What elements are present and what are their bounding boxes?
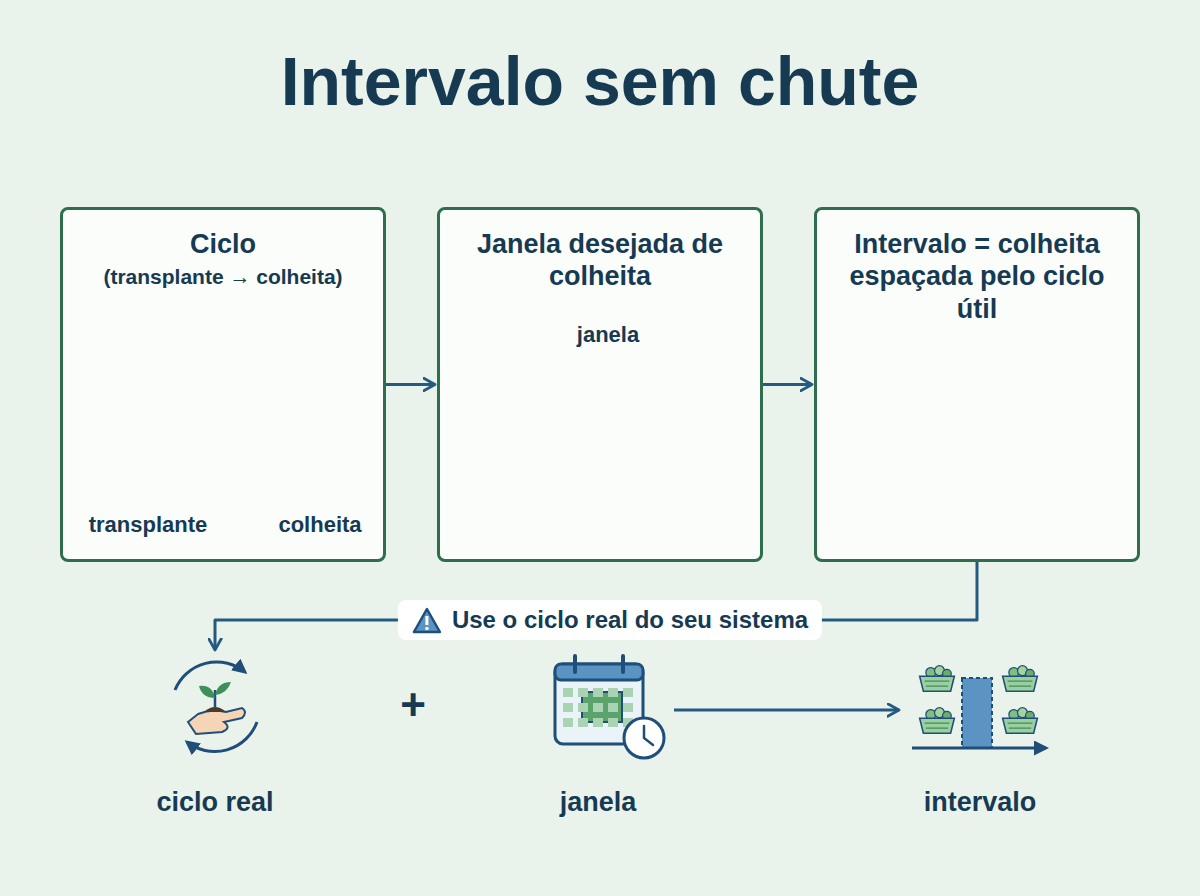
part-label: janela: [577, 322, 639, 348]
basket-icon: [920, 666, 955, 691]
part-label: transplante: [89, 512, 208, 538]
connector-arrow: [763, 383, 812, 386]
title: Intervalo sem chute: [0, 42, 1200, 120]
icon-caption: ciclo real: [130, 652, 300, 818]
warning-icon: [412, 607, 442, 634]
basket-icon: [1003, 708, 1038, 733]
part-label: colheita: [278, 512, 361, 538]
node-heading: intervalo: [924, 786, 1037, 818]
plus-sign: +: [400, 680, 426, 730]
node-heading: Intervalo = colheita espaçada pelo ciclo…: [831, 228, 1123, 325]
node-heading: Janela desejada de colheita: [454, 228, 746, 293]
cycle-icon: [175, 662, 257, 752]
calendar-clock-icon: [555, 656, 664, 758]
node-heading: ciclo real: [156, 786, 273, 818]
connector-arrow: [674, 709, 899, 712]
connector-arrow: [386, 383, 435, 386]
process-box: Intervalo = colheita espaçada pelo ciclo…: [814, 207, 1140, 562]
node-heading: Ciclo: [77, 228, 369, 260]
warning-callout: Use o ciclo real do seu sistema: [398, 600, 822, 640]
process-box: Ciclo (transplante → colheita): [60, 207, 386, 562]
node-subheading: (transplante → colheita): [77, 264, 369, 289]
node-heading: janela: [560, 786, 637, 818]
process-box: Janela desejada de colheita: [437, 207, 763, 562]
icon-caption: janela: [540, 652, 656, 818]
basket-icon: [1003, 666, 1038, 691]
edge-label: Use o ciclo real do seu sistema: [452, 606, 808, 634]
connector-arrow: [215, 562, 977, 650]
basket-icon: [920, 708, 955, 733]
interval-icon: [912, 666, 1046, 748]
icon-caption: intervalo: [905, 652, 1055, 818]
